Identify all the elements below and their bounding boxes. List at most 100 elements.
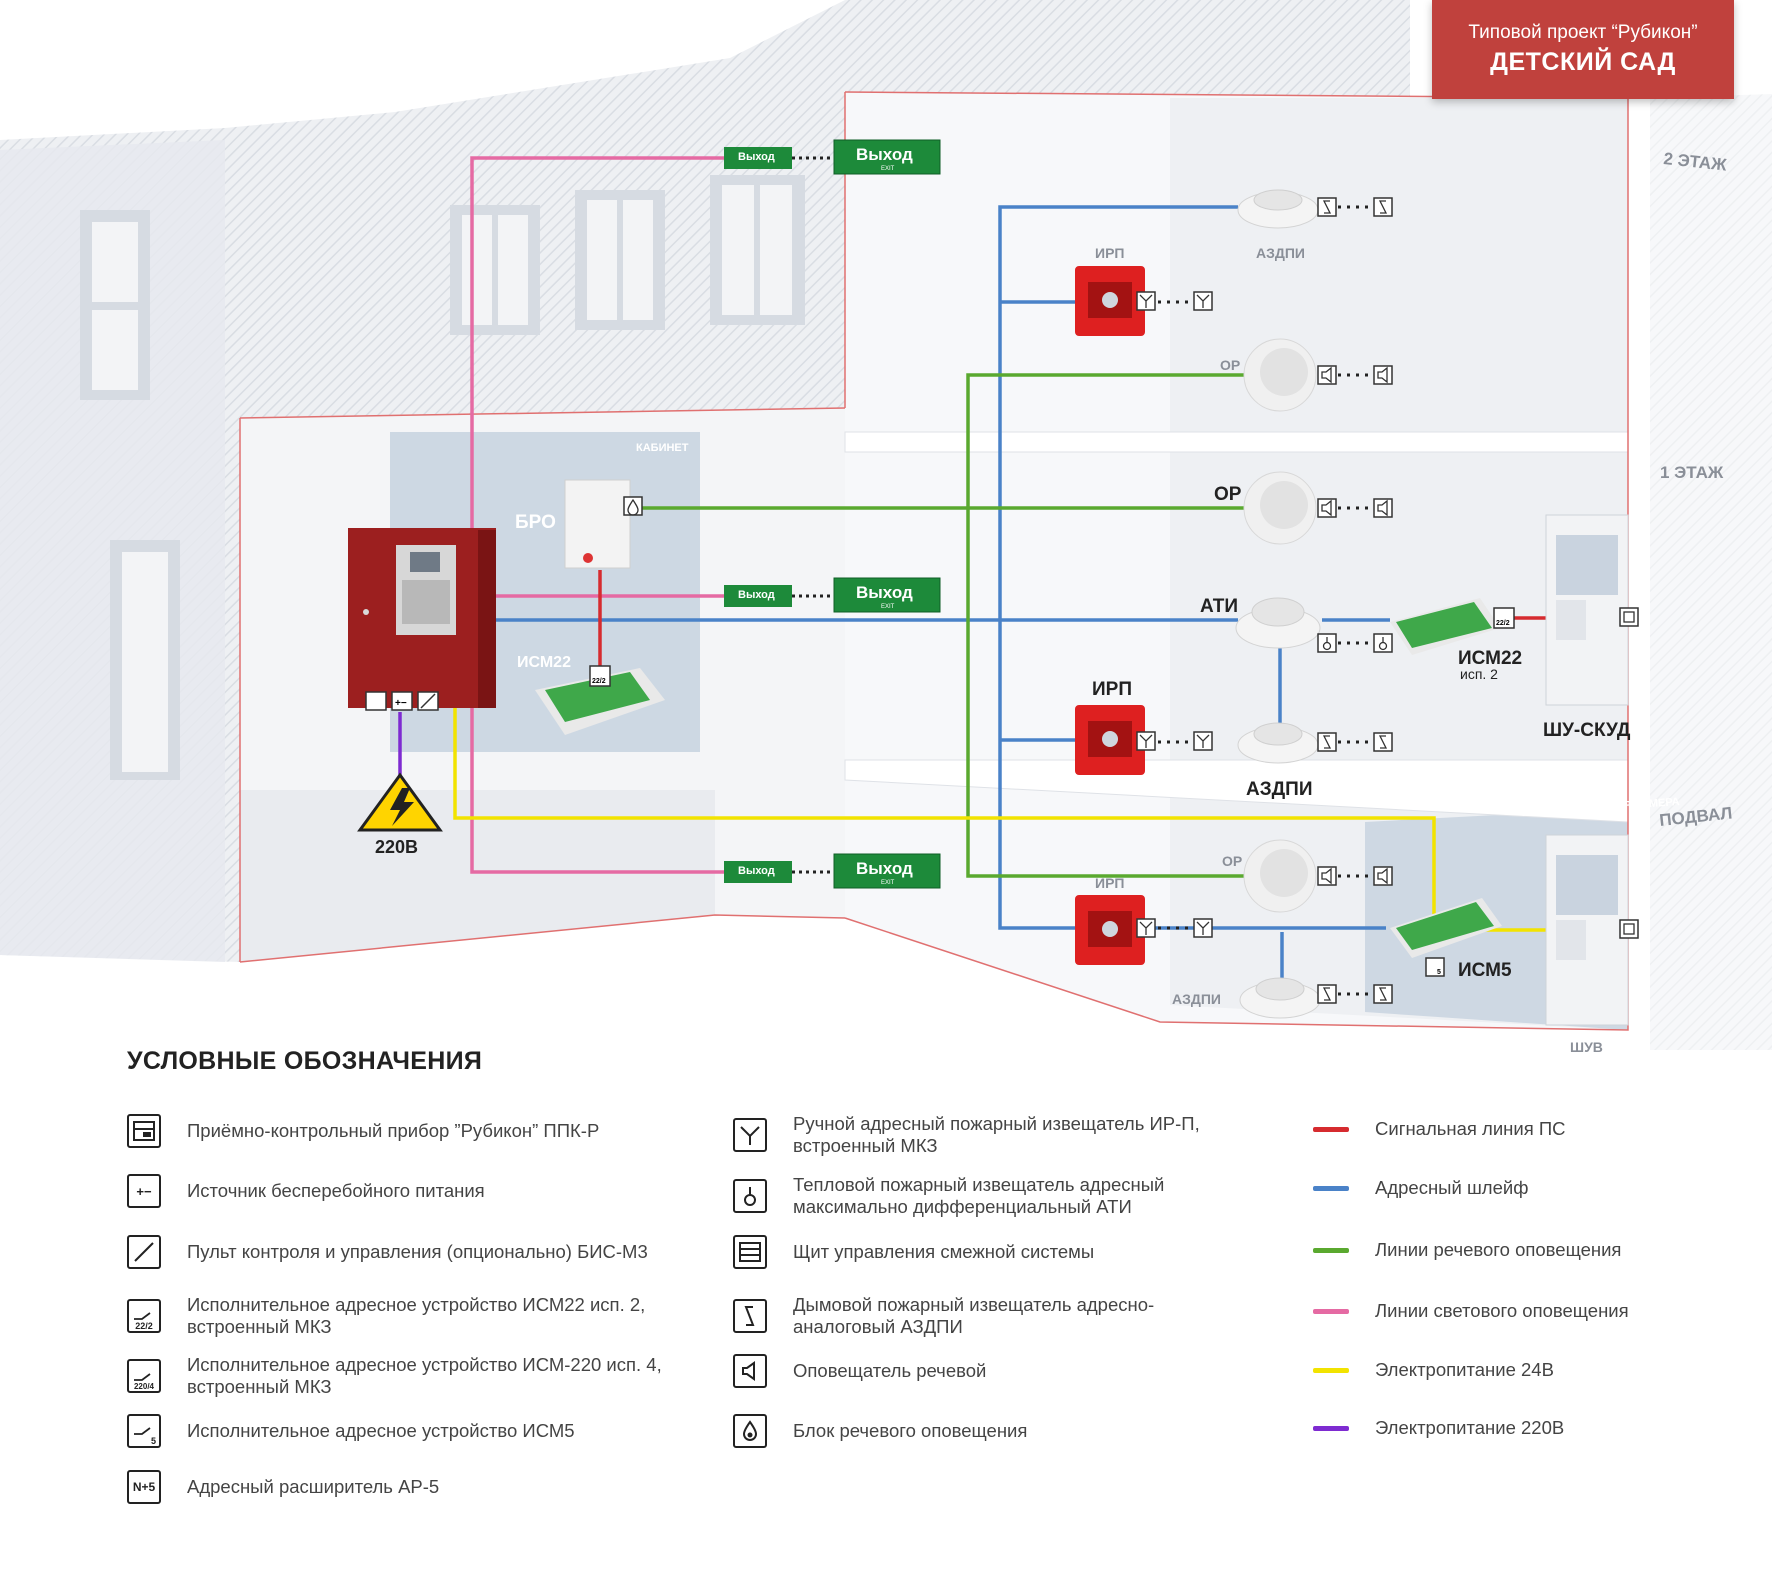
bro-label: БРО (515, 512, 556, 533)
legend-line-220v: Электропитание 220В (1313, 1417, 1564, 1439)
svg-text:ОР: ОР (1220, 357, 1240, 373)
svg-text:5: 5 (1437, 969, 1441, 976)
legend-item-manual-call-point: Ручной адресный пожарный извещатель ИР-П… (733, 1113, 1213, 1157)
heat-detector-icon (733, 1179, 767, 1213)
svg-text:EXIT: EXIT (881, 166, 895, 172)
legend-item-control-panel: Пульт контроля и управления (опционально… (127, 1235, 707, 1269)
legend-item-control-cabinet: Щит управления смежной системы (733, 1235, 1213, 1269)
irp-floor2: ИРП (1075, 245, 1213, 336)
floor1-devices: ОР АТИ ИРП (1075, 471, 1639, 800)
svg-text:ИРП: ИРП (1095, 875, 1124, 891)
light-line-bottom (470, 700, 725, 874)
legend-item-ism5: 5 Исполнительное адресное устройство ИСМ… (127, 1414, 707, 1448)
svg-text:Выход: Выход (856, 583, 913, 602)
svg-text:АЗДПИ: АЗДПИ (1246, 779, 1312, 800)
ups-icon: +− (127, 1174, 161, 1208)
ism5-icon: 5 (127, 1414, 161, 1448)
svg-text:Выход: Выход (856, 859, 913, 878)
control-panel-ppk: +− (348, 528, 496, 711)
shu-skud-label: ШУ-СКУД (1543, 720, 1631, 741)
power-220v-label: 220В (375, 837, 418, 857)
manual-call-point-icon (733, 1118, 767, 1152)
control-cabinet-icon (733, 1235, 767, 1269)
voice-block-icon (733, 1414, 767, 1448)
svg-text:Выход: Выход (856, 145, 913, 164)
irp-basement: ИРП (1075, 875, 1213, 965)
line-swatch (1313, 1126, 1349, 1132)
shuv-cabinet: ШУВ (1545, 834, 1639, 1055)
ism22-module-right: 22/2 ИСМ22 исп. 2 (1390, 598, 1522, 682)
svg-text:+−: +− (395, 698, 407, 709)
ism22-module-left: 22/2 ИСМ22 (517, 654, 665, 735)
azdpi-floor2: АЗДПИ (1237, 189, 1393, 261)
line-swatch (1313, 1247, 1349, 1253)
line-swatch (1313, 1367, 1349, 1373)
legend-item-ism220: 220/4 Исполнительное адресное устройство… (127, 1354, 707, 1398)
project-banner: Типовой проект “Рубикон” ДЕТСКИЙ САД (1432, 0, 1734, 99)
svg-text:ИРП: ИРП (1092, 679, 1132, 700)
exit-signs: Выход Выход EXIT Выход Выход EXIT Выход … (724, 139, 941, 889)
legend-line-address: Адресный шлейф (1313, 1177, 1528, 1199)
svg-text:ОР: ОР (1214, 484, 1242, 505)
legend-item-voice-block: Блок речевого оповещения (733, 1414, 1213, 1448)
svg-text:Выход: Выход (738, 151, 775, 163)
smoke-detector-icon (733, 1299, 767, 1333)
legend-item-expander: N+5 Адресный расширитель АР-5 (127, 1470, 707, 1504)
line-swatch (1313, 1185, 1349, 1191)
legend-line-light: Линии светового оповещения (1313, 1300, 1629, 1322)
ism220-icon: 220/4 (127, 1359, 161, 1393)
ism22-right-label: ИСМ22 (1458, 648, 1522, 669)
legend-item-heat-detector: Тепловой пожарный извещатель адресный ма… (733, 1174, 1213, 1218)
light-line-top (470, 156, 725, 540)
legend-item-panel: Приёмно-контрольный прибор ”Рубикон” ППК… (127, 1114, 707, 1148)
ism22-icon: 22/2 (127, 1299, 161, 1333)
floor2-devices: АЗДПИ ИРП ОР (1075, 189, 1393, 412)
speaker-icon (733, 1354, 767, 1388)
svg-text:АЗДПИ: АЗДПИ (1172, 991, 1221, 1007)
project-title: ДЕТСКИЙ САД (1490, 48, 1676, 76)
legend-title: УСЛОВНЫЕ ОБОЗНАЧЕНИЯ (127, 1047, 483, 1075)
or-floor2: ОР (1220, 338, 1393, 412)
svg-text:ИРП: ИРП (1095, 245, 1124, 261)
legend-item-ups: +− Источник бесперебойного питания (127, 1174, 707, 1208)
ism22-variant-label: исп. 2 (1460, 666, 1498, 682)
exit-sign-top: Выход Выход EXIT (724, 139, 941, 175)
power-220v-hazard: 220В (357, 772, 443, 857)
exit-sign-middle: Выход Выход EXIT (724, 577, 941, 613)
ati-floor1: АТИ (1200, 596, 1393, 653)
building-shell (0, 0, 1772, 1050)
svg-text:Выход: Выход (738, 589, 775, 601)
legend-item-speaker: Оповещатель речевой (733, 1354, 1213, 1388)
legend-item-ism22: 22/2 Исполнительное адресное устройство … (127, 1294, 707, 1338)
svg-text:22/2: 22/2 (1496, 620, 1510, 627)
svg-text:EXIT: EXIT (881, 604, 895, 610)
control-panel-icon (127, 1235, 161, 1269)
shuv-label: ШУВ (1570, 1039, 1603, 1055)
svg-text:22/2: 22/2 (592, 678, 606, 685)
ism5-module: 5 ИСМ5 (1390, 898, 1512, 981)
ism22-left-label: ИСМ22 (517, 654, 571, 671)
floor1-label: 1 ЭТАЖ (1660, 463, 1724, 482)
legend-line-24v: Электропитание 24В (1313, 1359, 1554, 1381)
project-subtitle: Типовой проект “Рубикон” (1468, 22, 1698, 43)
expander-icon: N+5 (127, 1470, 161, 1504)
azdpi-basement: АЗДПИ (1172, 977, 1393, 1019)
or-basement: ОР (1222, 839, 1393, 913)
legend-item-smoke-detector: Дымовой пожарный извещатель адресно-анал… (733, 1294, 1213, 1338)
svg-text:EXIT: EXIT (881, 880, 895, 886)
basement-devices: ОР ИРП АЗДПИ 5 ИСМ5 (1075, 834, 1639, 1055)
irp-floor1: ИРП (1075, 679, 1213, 775)
or-floor1: ОР (1214, 471, 1393, 545)
line-swatch (1313, 1308, 1349, 1314)
svg-text:ОР: ОР (1222, 853, 1242, 869)
azdpi-floor1: АЗДПИ (1237, 722, 1393, 800)
panel-icon (127, 1114, 161, 1148)
legend-line-voice: Линии речевого оповещения (1313, 1239, 1621, 1261)
bro-unit: БРО (515, 479, 643, 569)
cabinet-room-label: КАБИНЕТ (636, 442, 689, 454)
exit-sign-bottom: Выход Выход EXIT (724, 853, 941, 889)
ism5-label: ИСМ5 (1458, 960, 1512, 981)
svg-text:АЗДПИ: АЗДПИ (1256, 245, 1305, 261)
svg-text:Выход: Выход (738, 865, 775, 877)
